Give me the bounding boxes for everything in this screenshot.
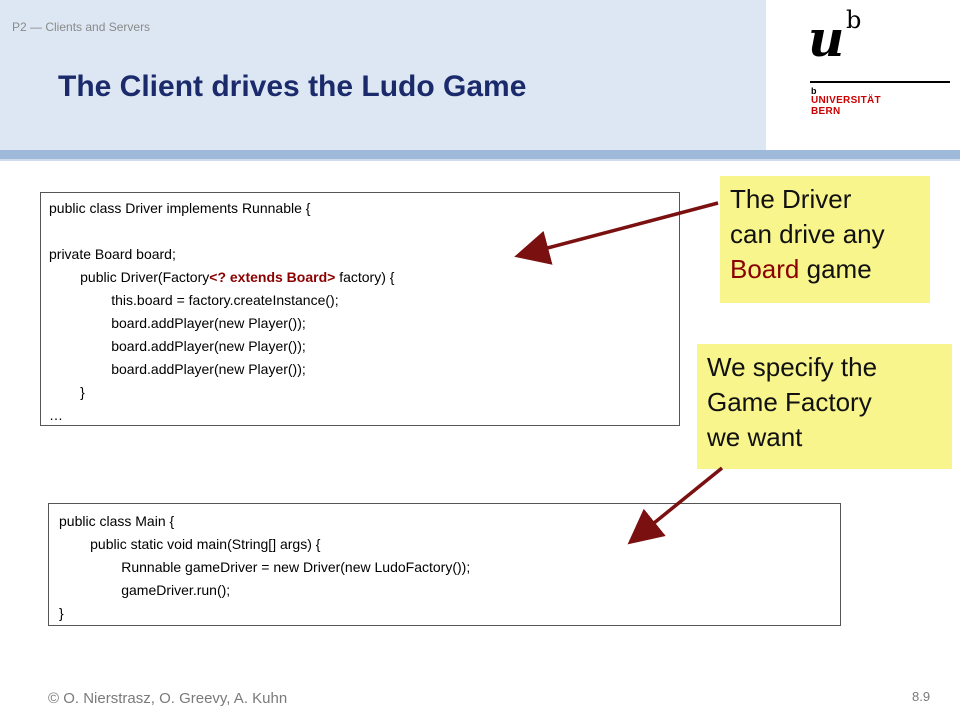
code-text: private Board board; <box>49 246 176 262</box>
code-text: public Driver(Factory <box>49 269 210 285</box>
code-line: } <box>49 381 679 404</box>
code-line: public static void main(String[] args) { <box>59 536 321 552</box>
page-number: 8.9 <box>912 689 931 704</box>
logo-wordmark: UNIVERSITÄT BERN <box>811 95 881 117</box>
logo-line-bern: BERN <box>811 106 841 117</box>
callout-line: We specify the <box>707 352 878 382</box>
code-line: this.board = factory.createInstance(); <box>49 289 679 312</box>
callout-line: The Driver <box>730 184 852 214</box>
logo-small-b: b <box>811 86 817 96</box>
code-line: public Driver(Factory<? extends Board> f… <box>49 266 679 289</box>
header-stripe-light <box>0 159 960 161</box>
header-band <box>0 0 766 150</box>
code-text: factory) { <box>335 269 395 285</box>
code-line: Runnable gameDriver = new Driver(new Lud… <box>59 559 471 575</box>
logo-rule <box>810 81 950 83</box>
callout-line: Game Factory <box>707 387 872 417</box>
code-line: board.addPlayer(new Player()); <box>49 312 679 335</box>
code-text: this.board = factory.createInstance(); <box>49 292 339 308</box>
logo-mark-u: u <box>808 9 845 68</box>
code-line: public class Main { <box>59 513 175 529</box>
footer-credits: © O. Nierstrasz, O. Greevy, A. Kuhn <box>48 690 288 707</box>
logo-area <box>766 0 960 150</box>
factory-callout: We specify the Game Factory we want <box>697 344 952 469</box>
driver-callout: The Driver can drive any Board game <box>720 176 930 303</box>
code-line <box>49 220 679 243</box>
code-line: private Board board; <box>49 243 679 266</box>
callout-line: Board game <box>730 252 930 287</box>
code-text: board.addPlayer(new Player()); <box>49 361 306 377</box>
code-line: gameDriver.run(); <box>59 582 231 598</box>
code-text: public class Driver implements Runnable … <box>49 200 311 216</box>
callout-line: we want <box>707 422 803 452</box>
main-code-box: public class Main { public static void m… <box>48 503 841 626</box>
code-highlight: <? extends Board> <box>209 269 336 285</box>
callout-text: game <box>799 254 872 284</box>
code-line: … <box>49 404 679 427</box>
slide-subtitle: P2 — Clients and Servers <box>12 20 151 34</box>
code-line: board.addPlayer(new Player()); <box>49 335 679 358</box>
logo-mark-b: b <box>846 6 862 34</box>
code-line: public class Driver implements Runnable … <box>49 197 679 220</box>
code-text: board.addPlayer(new Player()); <box>49 315 306 331</box>
header-stripe <box>0 150 960 159</box>
code-line: board.addPlayer(new Player()); <box>49 358 679 381</box>
logo-line-universitat: UNIVERSITÄT <box>811 95 881 106</box>
code-text: board.addPlayer(new Player()); <box>49 338 306 354</box>
code-text: } <box>49 384 85 400</box>
callout-line: can drive any <box>730 219 885 249</box>
driver-code-box: public class Driver implements Runnable … <box>40 192 680 426</box>
code-text: … <box>49 407 63 423</box>
slide-title: The Client drives the Ludo Game <box>58 70 527 103</box>
callout-accent: Board <box>730 254 800 284</box>
code-line: } <box>59 605 64 621</box>
